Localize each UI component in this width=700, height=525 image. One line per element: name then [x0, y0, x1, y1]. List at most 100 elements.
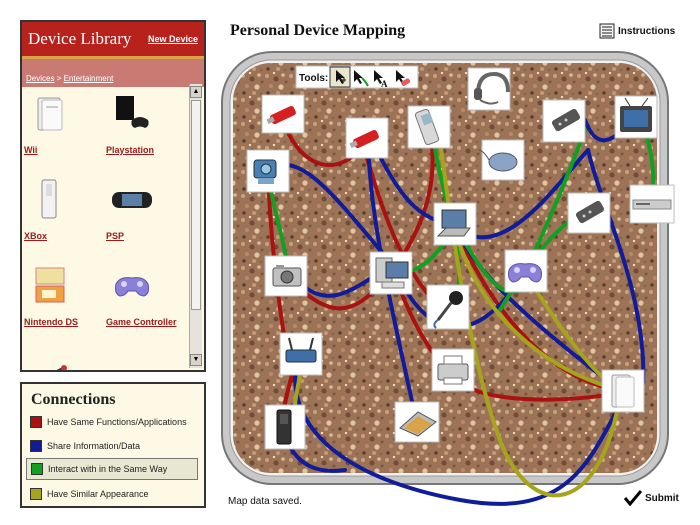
library-item-playstation[interactable]: Playstation: [106, 92, 186, 156]
connections-title: Connections: [31, 391, 116, 408]
legend-label: Have Same Functions/Applications: [47, 417, 187, 427]
library-item-nintendo-ds[interactable]: Nintendo DS: [24, 264, 104, 328]
board-device-remote-control-2[interactable]: [567, 192, 611, 234]
breadcrumb-separator: >: [54, 74, 64, 83]
page-title: Personal Device Mapping: [230, 22, 406, 39]
library-item-label: Game Controller: [106, 317, 177, 327]
move-tool-icon[interactable]: [329, 66, 351, 88]
legend-same-interaction[interactable]: Interact with in the Same Way: [26, 458, 198, 480]
board-device-desktop-computer[interactable]: [369, 251, 413, 295]
xbox-console-icon: [41, 179, 57, 219]
library-item-label: Wii: [24, 145, 38, 155]
board-device-usb-drive-2[interactable]: [345, 117, 389, 159]
instructions-button[interactable]: Instructions: [598, 22, 675, 40]
board-device-xbox[interactable]: [264, 404, 306, 450]
text-tool-icon[interactable]: A: [374, 70, 388, 89]
legend-swatch-green: [31, 463, 43, 475]
usb-drive-icon: [266, 105, 296, 125]
board-device-mobile-phone[interactable]: [407, 105, 451, 149]
remote-control-icon: [551, 108, 581, 132]
breadcrumb-devices[interactable]: Devices: [26, 74, 55, 83]
checkmark-icon: [624, 490, 642, 506]
connect-tool-icon[interactable]: [354, 70, 369, 87]
board-device-game-controller[interactable]: [504, 249, 548, 293]
instructions-label: Instructions: [618, 25, 676, 37]
new-device-link[interactable]: New Device: [147, 34, 198, 44]
legend-same-functions[interactable]: Have Same Functions/Applications: [26, 411, 198, 433]
connection-olive[interactable]: [453, 226, 614, 390]
television-icon: [620, 97, 652, 132]
device-library-title: Device Library: [28, 29, 132, 48]
submit-button[interactable]: Submit: [624, 490, 679, 506]
connections-panel: Connections Have Same Functions/Applicat…: [20, 382, 206, 508]
mobile-phone-icon: [414, 108, 440, 146]
legend-share-data[interactable]: Share Information/Data: [26, 435, 198, 457]
document-icon: [599, 23, 615, 39]
toolbar: Tools: A: [295, 65, 419, 89]
board-device-wireless-router[interactable]: [279, 332, 323, 376]
library-item-label: Playstation: [106, 145, 155, 155]
library-item-label: PSP: [106, 231, 125, 241]
svg-text:A: A: [381, 79, 388, 89]
board-device-dvd-player[interactable]: [629, 184, 675, 224]
playstation-console-icon: [116, 96, 149, 128]
connection-red[interactable]: [391, 268, 622, 402]
breadcrumb-entertainment[interactable]: Entertainment: [63, 74, 114, 83]
scrollbar-thumb[interactable]: [191, 100, 201, 310]
legend-swatch-olive: [30, 488, 42, 500]
printer-icon: [437, 355, 469, 385]
wii-console-icon: [611, 374, 635, 408]
library-item-psp[interactable]: PSP: [106, 178, 186, 242]
library-item-partial[interactable]: [24, 350, 104, 370]
digital-camera-icon: [272, 265, 302, 287]
wii-console-icon: [37, 97, 63, 131]
board-device-microphone[interactable]: [426, 284, 470, 330]
eraser-tool-icon[interactable]: [396, 70, 411, 87]
legend-label: Interact with in the Same Way: [48, 464, 168, 474]
game-controller-icon: [508, 263, 542, 283]
board-device-headset[interactable]: [467, 67, 511, 111]
board-device-remote-control-1[interactable]: [542, 99, 586, 143]
device-library-header: Device Library New Device: [22, 22, 204, 59]
tools-label: Tools:: [299, 73, 328, 84]
desktop-computer-icon: [375, 257, 409, 289]
xbox-console-icon: [276, 409, 292, 445]
board-device-webcam[interactable]: [246, 149, 290, 193]
board-device-mouse[interactable]: [478, 139, 525, 181]
library-item-xbox[interactable]: XBox: [24, 178, 104, 242]
scroll-up-arrow-icon[interactable]: ▲: [190, 86, 202, 98]
board-device-wii[interactable]: [601, 369, 645, 413]
board-device-usb-drive-1[interactable]: [261, 94, 305, 134]
wireless-router-icon: [285, 337, 317, 363]
stylus-icon: [56, 365, 67, 370]
game-controller-icon: [115, 277, 149, 297]
breadcrumb: Devices > Entertainment: [22, 59, 204, 87]
board-device-digital-camera[interactable]: [264, 255, 308, 297]
board-device-laptop[interactable]: [433, 202, 477, 246]
legend-label: Have Similar Appearance: [47, 489, 149, 499]
dvd-player-icon: [632, 199, 672, 210]
webcam-icon: [253, 159, 277, 184]
headset-icon: [474, 71, 510, 105]
microphone-icon: [433, 291, 463, 329]
psp-handheld-icon: [112, 192, 152, 208]
usb-drive-icon: [349, 129, 379, 149]
mouse-icon: [478, 149, 518, 172]
submit-label: Submit: [645, 492, 679, 504]
legend-similar-appearance[interactable]: Have Similar Appearance: [26, 483, 198, 505]
library-item-wii[interactable]: Wii: [24, 92, 104, 156]
remote-control-icon: [575, 200, 605, 224]
board-device-scanner[interactable]: [394, 401, 440, 443]
library-item-game-controller[interactable]: Game Controller: [106, 264, 186, 328]
legend-swatch-blue: [30, 440, 42, 452]
status-message: Map data saved.: [228, 496, 302, 507]
legend-swatch-red: [30, 416, 42, 428]
device-library-panel: Device Library New Device Devices > Ente…: [20, 20, 206, 372]
scroll-down-arrow-icon[interactable]: ▼: [190, 354, 202, 366]
board-device-television[interactable]: [614, 95, 658, 139]
laptop-icon: [436, 209, 471, 237]
device-library-scrollbar[interactable]: ▲ ▼: [189, 84, 202, 368]
library-item-label: Nintendo DS: [24, 317, 78, 327]
board-device-printer[interactable]: [431, 348, 475, 392]
